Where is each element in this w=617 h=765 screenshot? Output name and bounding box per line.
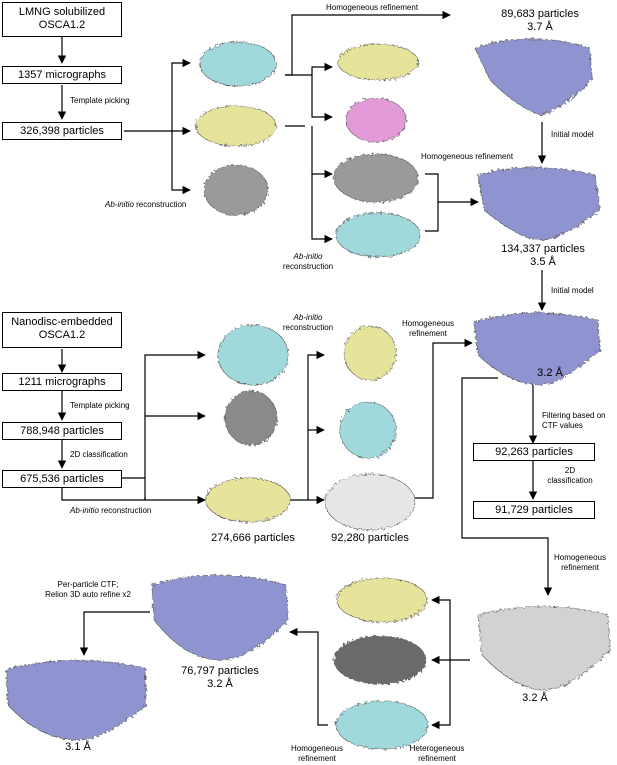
nano-class2d-line1: 2D [564,466,576,475]
map-nano2-white [324,473,416,531]
lmng-initial-model-1: Initial model [551,130,594,139]
map-lmng-37 [474,38,593,116]
lmng-abinitio2-rest: reconstruction [282,262,334,271]
nano-hom3-label: Homogeneous refinement [282,744,352,764]
nano-particles1-box: 788,948 particles [2,422,122,440]
nano-abinitio-top-rest: reconstruction [282,323,334,332]
lmng-initial-model-2: Initial model [551,286,594,295]
lmng-hom-refine-mid: Homogeneous refinement [421,152,514,161]
map-het-cyan [335,700,429,750]
nano-sel2-particles: 92,280 particles [331,532,409,544]
map-nano-cyan [217,324,289,386]
map-het-dark [333,635,427,685]
nano-hom2-label: Homogeneous refinement [545,553,615,573]
map-nano-yellow [205,477,291,523]
nano-title-box: Nanodisc-embedded OSCA1.2 [2,312,122,348]
nano-abinitio-label: Ab-initio reconstruction [70,506,151,516]
map-lmng2-cyan [335,212,421,258]
nano-ppctf-label: Per-particle CTF; Relion 3D auto refine … [28,580,148,600]
nano-class2d-label: 2D classification [540,466,600,486]
map-lmng-cyan [199,41,277,87]
nano-ctf-line1: Filtering based on [542,411,606,420]
map-31 [5,660,147,741]
map-lmng-grey [203,164,269,216]
lmng-micrographs-box: 1357 micrographs [2,66,122,84]
lmng-abinitio2-label: Ab-initio reconstruction [268,252,348,272]
lmng-micrographs: 1357 micrographs [17,69,107,81]
nano-micrographs-box: 1211 micrographs [2,373,122,391]
nano-class2d-line2: classification [547,476,593,485]
nano-het-line2: refinement [418,754,456,763]
lmng-title-box: LMNG solubilized OSCA1.2 [2,2,122,37]
lmng-title-line2: OSCA1.2 [38,19,86,31]
nano-abinitio-italic: Ab-initio [70,506,99,515]
nano-hom-line1: Homogeneous [401,319,455,328]
map-lmng2-yellow [337,43,419,81]
nano-het-label: Heterogeneous refinement [402,744,472,764]
nano-particles2-box: 675,536 particles [2,470,122,488]
nano-res-31: 3.1 Å [65,741,91,753]
nano-hom2-line1: Homogeneous [553,553,607,562]
map-grey-32 [477,606,611,691]
nano-res-32b: 3.2 Å [522,692,548,704]
nano-92263: 92,263 particles [495,446,573,458]
nano-ppctf-line2: Relion 3D auto refine x2 [45,590,131,599]
nano-91729-box: 91,729 particles [473,501,595,519]
lmng-abinitio-italic: Ab-initio [105,200,134,209]
nano-ctf-label: Filtering based on CTF values [542,411,606,431]
nano-76797: 76,797 particles [181,665,259,677]
lmng-particles: 326,398 particles [20,125,104,137]
nano-sel-particles: 274,666 particles [211,532,295,544]
nano-hom-label: Homogeneous refinement [393,319,463,339]
nano-class2d: 2D classification [70,450,128,459]
nano-title-line2: OSCA1.2 [38,329,86,341]
nano-ctf-line2: CTF values [542,421,583,430]
lmng-title-line1: LMNG solubilized [18,6,106,18]
map-het-yellow [336,577,428,623]
lmng-connectors [57,10,547,311]
nano-res-32c: 3.2 Å [207,678,233,690]
lmng-abinitio-rest: reconstruction [133,200,187,209]
nano-res-32: 3.2 Å [537,367,563,379]
nano-particles1: 788,948 particles [20,425,104,437]
nano-hom3-line2: refinement [298,754,336,763]
nano-abinitio-top-label: Ab-initio reconstruction [268,313,348,333]
map-nano-grey [224,390,278,446]
nano-92263-box: 92,263 particles [473,443,595,461]
nano-particles2: 675,536 particles [20,473,104,485]
map-76797 [151,574,289,661]
nano-micrographs: 1211 micrographs [18,376,106,388]
map-nano2-cyan [339,401,397,459]
lmng-template-picking: Template picking [70,96,130,105]
lmng-abinitio-label: Ab-initio reconstruction [105,200,186,210]
nano-91729: 91,729 particles [495,504,573,516]
nano-template-picking: Template picking [70,401,130,410]
nano-abinitio-top-italic: Ab-initio [293,313,323,322]
map-nano2-yellow [343,325,397,381]
density-maps [5,38,611,750]
nano-ppctf-line1: Per-particle CTF; [57,580,119,589]
map-32-a [473,312,601,386]
map-lmng-yellow [195,105,277,147]
map-lmng2-grey [333,153,419,203]
map-lmng2-pink [345,97,407,143]
map-lmng-35 [477,167,601,241]
lmng-top-particles: 89,683 particles [501,8,579,20]
nano-hom2-line2: refinement [561,563,599,572]
lmng-abinitio2-italic: Ab-initio [293,252,323,261]
lmng-particles-box: 326,398 particles [2,122,122,140]
nano-het-line1: Heterogeneous [409,744,465,753]
lmng-mid-particles: 134,337 particles [501,243,585,255]
lmng-hom-refine-top: Homogeneous refinement [326,3,419,12]
nano-abinitio-rest: reconstruction [98,506,152,515]
nano-title-line1: Nanodisc-embedded [11,316,113,328]
lmng-top-res: 3.7 Å [527,21,553,33]
lmng-mid-res: 3.5 Å [530,256,556,268]
nano-hom-line2: refinement [409,329,447,338]
nano-hom3-line1: Homogeneous [290,744,344,753]
